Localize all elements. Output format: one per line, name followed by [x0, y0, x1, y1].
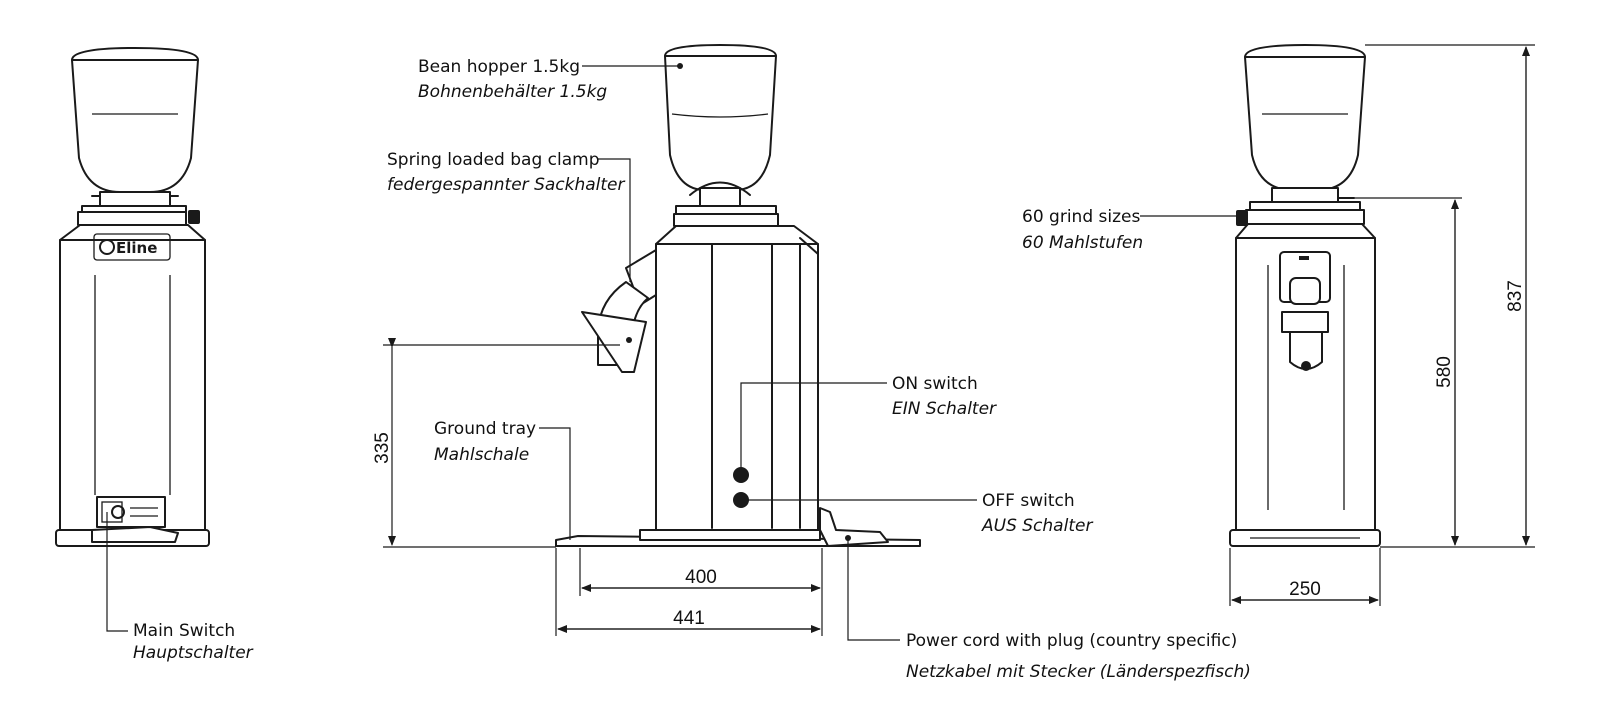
front-grind-adjuster — [188, 210, 200, 224]
on-switch-leader — [740, 382, 887, 475]
back-bag-clamp — [1281, 311, 1329, 333]
off-switch-label-de: AUS Schalter — [981, 516, 1093, 536]
dim-width-value: 250 — [1289, 579, 1321, 600]
front-view: Eline — [55, 47, 210, 632]
dim-height-total-value: 837 — [1505, 280, 1526, 312]
ground-tray-leader — [539, 427, 571, 540]
front-hopper-lid — [71, 47, 199, 61]
main-switch-label-de: Hauptschalter — [133, 643, 254, 663]
dim-height-body-value: 580 — [1434, 356, 1455, 388]
back-hopper — [1244, 56, 1366, 191]
side-hopper-lid — [664, 44, 777, 57]
dim-depth-body: 400 — [579, 548, 823, 596]
side-view — [539, 44, 977, 641]
power-cord-label-de: Netzkabel mit Stecker (Länderspezfisch) — [906, 662, 1251, 682]
dim-height-total: 837 — [1365, 44, 1535, 546]
back-view — [1140, 44, 1381, 547]
front-logo-text: Eline — [116, 239, 157, 257]
front-logo-plate — [93, 233, 171, 261]
back-grind-adjuster — [1236, 210, 1248, 226]
dim-width: 250 — [1229, 548, 1381, 606]
off-switch-label: OFF switch — [982, 491, 1075, 511]
front-body — [59, 224, 206, 531]
dim-depth-total: 441 — [555, 548, 823, 636]
back-top-plate — [1245, 209, 1365, 225]
side-body — [655, 225, 819, 531]
bean-hopper-label-de: Bohnenbehälter 1.5kg — [418, 82, 607, 102]
bag-clamp-label-de: federgespannter Sackhalter — [387, 175, 626, 195]
front-hopper-collar — [99, 191, 171, 207]
dim-height-body: 580 — [1348, 197, 1535, 548]
dim-spout-height: 335 — [372, 338, 620, 548]
front-top-plate — [77, 211, 187, 226]
dim-spout-height-value: 335 — [372, 432, 393, 464]
dim-depth-body-value: 400 — [685, 567, 717, 588]
front-hopper — [71, 59, 199, 193]
ground-tray-label: Ground tray — [434, 419, 536, 439]
side-hopper-level-line — [671, 113, 769, 118]
on-switch-label: ON switch — [892, 374, 978, 394]
power-cord-leader — [847, 538, 900, 641]
side-top-plate — [673, 213, 779, 227]
bag-clamp-label: Spring loaded bag clamp — [387, 150, 600, 170]
back-hopper-lid — [1244, 44, 1366, 58]
grind-sizes-label: 60 grind sizes — [1022, 207, 1140, 227]
front-cord-exit — [91, 526, 179, 543]
main-switch-leader — [106, 512, 128, 632]
on-switch-label-de: EIN Schalter — [892, 399, 997, 419]
power-cord-label: Power cord with plug (country specific) — [906, 631, 1237, 651]
bean-hopper-label: Bean hopper 1.5kg — [418, 57, 580, 77]
grind-sizes-label-de: 60 Mahlstufen — [1022, 233, 1143, 253]
ground-tray-label-de: Mahlschale — [434, 445, 529, 465]
side-hopper — [664, 55, 777, 191]
bag-clamp-leader — [597, 158, 631, 282]
main-switch-label: Main Switch — [133, 621, 235, 641]
side-bag-clamp — [581, 311, 647, 373]
side-power-cord — [819, 507, 889, 547]
front-logo-icon — [99, 239, 115, 255]
dim-depth-total-value: 441 — [673, 608, 705, 629]
